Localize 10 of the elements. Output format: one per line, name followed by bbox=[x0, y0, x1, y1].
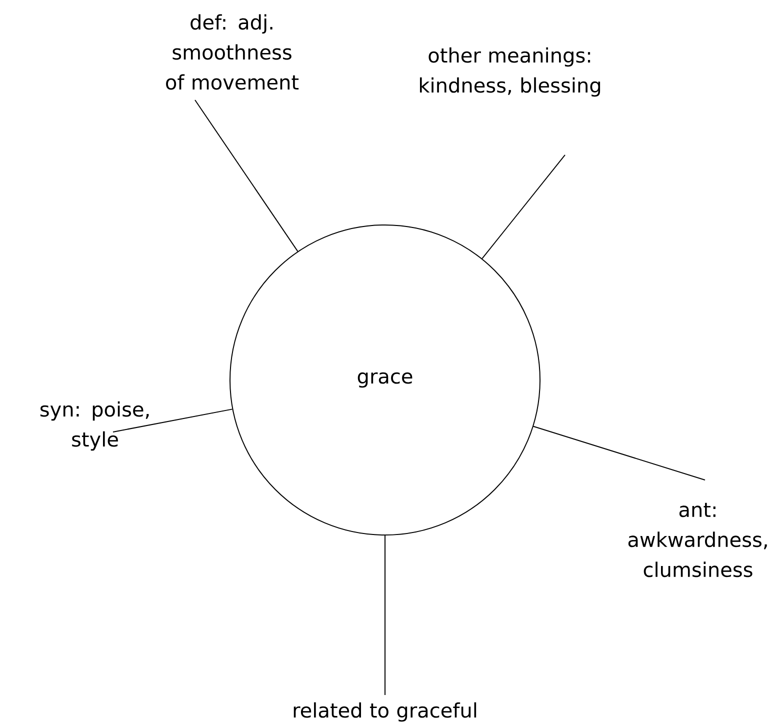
connector-line bbox=[532, 426, 706, 480]
note-text: def: adj. smoothness of movement bbox=[166, 14, 299, 90]
note-text: ant: awkwardness, clumsiness bbox=[628, 502, 767, 578]
note-text: syn: poise, style bbox=[40, 401, 149, 451]
connector-line bbox=[482, 154, 566, 260]
note-text: other meanings: kindness, blessing bbox=[420, 47, 600, 97]
note-text: related to graceful bbox=[294, 702, 476, 722]
connector-line bbox=[384, 535, 386, 696]
connector-line bbox=[194, 100, 298, 252]
connector-line bbox=[112, 408, 233, 432]
